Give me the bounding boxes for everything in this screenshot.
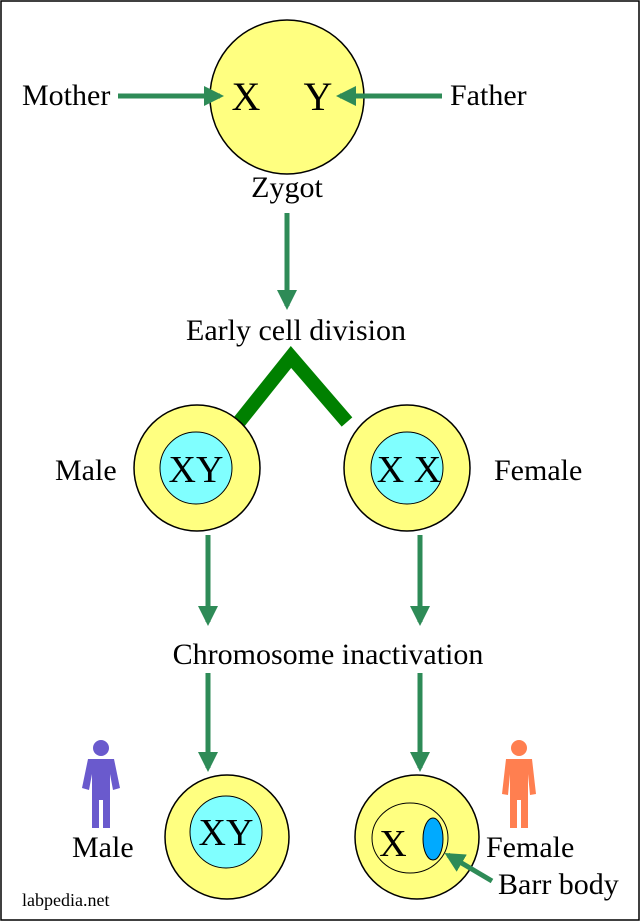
division-bracket (233, 346, 353, 427)
female-nucleus-top (370, 431, 444, 505)
barr-body-arrow (444, 852, 494, 884)
inactivation-label: Chromosome inactivation (173, 638, 484, 671)
female-person-icon (502, 740, 536, 828)
male-label-bottom: Male (72, 831, 134, 864)
male-person-icon (82, 740, 120, 828)
zygote-y-label: Y (304, 74, 333, 119)
male-label-top: Male (55, 454, 117, 487)
male-chromosomes-top: XY (169, 449, 224, 491)
zygote-x-label: X (232, 74, 261, 119)
male-nucleus-bottom (189, 795, 263, 869)
female-label-top: Female (494, 454, 582, 487)
male-chromosomes-bottom: XY (199, 812, 254, 854)
early-division-label: Early cell division (186, 314, 406, 347)
father-label: Father (450, 79, 527, 112)
female-label-bottom: Female (486, 831, 574, 864)
zygot-label: Zygot (251, 171, 323, 204)
barr-body-label: Barr body (498, 868, 619, 901)
male-nucleus-top (159, 431, 233, 505)
female-chromosomes-top: X X (377, 449, 441, 491)
mother-label: Mother (22, 79, 110, 112)
credit-label: labpedia.net (22, 890, 109, 910)
barr-body (422, 817, 444, 861)
female-chromosome-bottom: X (379, 823, 406, 865)
